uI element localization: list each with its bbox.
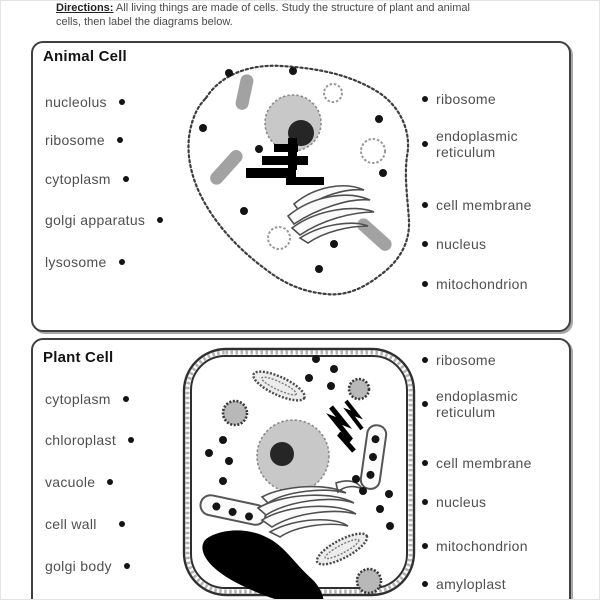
- cell-wall-texture: [185, 350, 413, 594]
- label-plant-cytoplasm: cytoplasm: [45, 391, 129, 407]
- label-plant-endoplasmic-reticulum: endoplasmic reticulum: [422, 388, 530, 420]
- label-text: ribosome: [436, 91, 496, 107]
- bullet-dot: [122, 396, 129, 402]
- plant-cell-diagram: [182, 347, 416, 599]
- label-animal-nucleolus: nucleolus: [45, 94, 125, 110]
- label-text: nucleolus: [45, 94, 107, 110]
- directions-line2: cells, then label the diagrams below.: [56, 15, 233, 28]
- label-text: ribosome: [436, 352, 496, 368]
- label-text: endoplasmic reticulum: [436, 128, 518, 160]
- bullet-dot: [422, 460, 428, 466]
- animal-cell-diagram: [187, 64, 411, 296]
- bullet-dot: [122, 176, 129, 182]
- bullet-dot: [422, 401, 428, 407]
- label-text: cytoplasm: [45, 391, 111, 407]
- label-animal-cytoplasm: cytoplasm: [45, 171, 129, 187]
- label-text: lysosome: [45, 254, 107, 270]
- mitochondrion-shape-bottom: [315, 532, 369, 566]
- golgi-body-shape: [256, 480, 364, 538]
- label-text: chloroplast: [45, 432, 117, 448]
- label-text: vacuole: [45, 474, 96, 490]
- label-plant-ribosome: ribosome: [422, 352, 496, 368]
- label-animal-ribosome-right: ribosome: [422, 91, 496, 107]
- label-text: nucleus: [436, 494, 487, 510]
- label-text: cell membrane: [436, 455, 532, 471]
- directions-text: Directions: All living things are made o…: [56, 2, 566, 29]
- bullet-dot: [118, 259, 125, 265]
- bullet-dot: [157, 217, 164, 223]
- label-plant-chloroplast: chloroplast: [45, 432, 135, 448]
- nucleolus-shape: [270, 442, 294, 466]
- bullet-dot: [422, 543, 428, 549]
- bullet-dot: [422, 581, 428, 587]
- label-animal-lysosome: lysosome: [45, 254, 125, 270]
- label-text: cell membrane: [436, 197, 532, 213]
- directions-label: Directions:: [56, 2, 114, 14]
- vacuole-blob: [202, 530, 324, 599]
- bullet-dot: [422, 141, 428, 147]
- label-text: nucleus: [436, 236, 487, 252]
- endoplasmic-reticulum-shape: [246, 138, 324, 185]
- lysosome-vesicles: [267, 83, 386, 250]
- label-text: golgi apparatus: [45, 212, 146, 228]
- label-animal-endoplasmic-reticulum: endoplasmic reticulum: [422, 128, 530, 160]
- plant-cell-title: Plant Cell: [43, 349, 114, 366]
- bullet-dot: [422, 357, 428, 363]
- bullet-dot: [422, 281, 428, 287]
- label-text: mitochondrion: [436, 276, 528, 292]
- mitochondrion-shape-top: [252, 370, 306, 402]
- bullet-dot: [123, 563, 130, 569]
- label-plant-vacuole: vacuole: [45, 474, 114, 490]
- bullet-dot: [422, 499, 428, 505]
- label-animal-golgi-apparatus: golgi apparatus: [45, 212, 164, 228]
- label-plant-golgi-body: golgi body: [45, 558, 130, 574]
- label-plant-cell-membrane: cell membrane: [422, 455, 532, 471]
- label-text: cell wall: [45, 516, 97, 532]
- bullet-dot: [118, 99, 125, 105]
- bullet-dot: [422, 202, 428, 208]
- ribosome-dots: [205, 355, 394, 530]
- bullet-dot: [128, 437, 135, 443]
- label-animal-mitochondrion: mitochondrion: [422, 276, 528, 292]
- label-plant-cell-wall: cell wall: [45, 516, 125, 532]
- label-plant-nucleus: nucleus: [422, 494, 486, 510]
- chloroplast-shape-left: [199, 494, 267, 526]
- bullet-dot: [422, 96, 428, 102]
- label-text: mitochondrion: [436, 538, 528, 554]
- label-plant-amyloplast: amyloplast: [422, 576, 506, 592]
- directions-line1: All living things are made of cells. Stu…: [113, 2, 470, 14]
- label-animal-ribosome-left: ribosome: [45, 132, 123, 148]
- label-animal-nucleus: nucleus: [422, 236, 486, 252]
- label-text: amyloplast: [436, 576, 506, 592]
- label-text: endoplasmic reticulum: [436, 388, 518, 420]
- label-animal-cell-membrane: cell membrane: [422, 197, 532, 213]
- chloroplast-shape-right: [359, 424, 388, 490]
- label-text: ribosome: [45, 132, 105, 148]
- bullet-dot: [118, 521, 125, 527]
- label-plant-mitochondrion: mitochondrion: [422, 538, 528, 554]
- plastid-circles: [221, 377, 383, 595]
- endoplasmic-reticulum-squiggle: [326, 399, 364, 453]
- animal-cell-title: Animal Cell: [43, 48, 127, 65]
- label-text: golgi body: [45, 558, 112, 574]
- bullet-dot: [422, 241, 428, 247]
- bullet-dot: [116, 137, 123, 143]
- bullet-dot: [107, 479, 114, 485]
- label-text: cytoplasm: [45, 171, 111, 187]
- ribosome-dots: [199, 67, 387, 273]
- golgi-apparatus-shape: [286, 185, 375, 244]
